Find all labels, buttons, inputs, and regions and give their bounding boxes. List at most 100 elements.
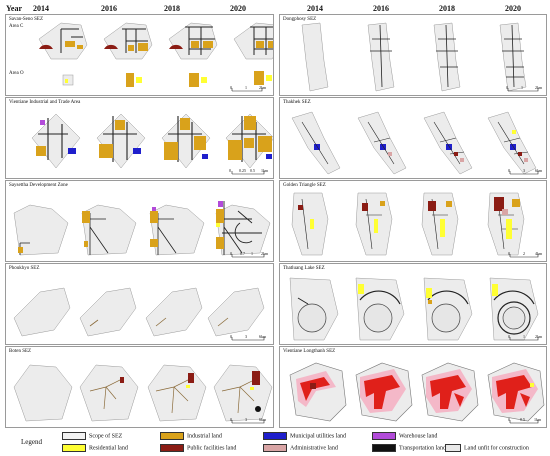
year-header-right-3: 2018 bbox=[439, 4, 455, 13]
scale-2: 6km bbox=[259, 417, 267, 422]
panel-vientiane-ita: Vientiane Industrial and Trade Area 0 0.… bbox=[5, 97, 274, 179]
map-2014 bbox=[13, 204, 69, 256]
panel-title: Golden Triangle SEZ bbox=[283, 183, 326, 188]
year-header-right-4: 2020 bbox=[505, 4, 521, 13]
scale-2: 6km bbox=[259, 334, 267, 339]
swatch bbox=[160, 444, 184, 452]
panel-golden-triangle: Golden Triangle SEZ 0 2 4km bbox=[279, 180, 547, 262]
panel-savan-seno: Savan-Seno SEZ Area C Area O bbox=[5, 14, 274, 96]
map-2020 bbox=[233, 22, 273, 85]
panel-title: Boten SEZ bbox=[9, 349, 32, 354]
saysettha-maps bbox=[13, 201, 271, 258]
year-header-left-4: 2020 bbox=[230, 4, 246, 13]
map-2020 bbox=[499, 22, 527, 92]
scale-2: 0.5 bbox=[250, 168, 255, 173]
golden-triangle-maps bbox=[291, 192, 539, 258]
map-2020 bbox=[487, 111, 537, 175]
boten-maps bbox=[13, 364, 273, 424]
swatch bbox=[372, 432, 396, 440]
year-header-right-1: 2014 bbox=[307, 4, 323, 13]
panel-dongphosy: Dongphosy SEZ 0 1 2km bbox=[279, 14, 547, 96]
legend-title: Legend bbox=[21, 438, 42, 446]
map-2020 bbox=[225, 113, 273, 169]
scale-2: 6km bbox=[535, 168, 543, 173]
scale-0: 0 bbox=[508, 417, 510, 422]
vita-maps bbox=[31, 113, 273, 175]
panel-longthanh: Vientiane Longthanh SEZ 0 0.5 1km bbox=[279, 346, 547, 428]
panel-title: Thakhek SEZ bbox=[283, 100, 311, 105]
map-2018 bbox=[147, 364, 207, 422]
map-2020 bbox=[489, 277, 539, 341]
map-2016 bbox=[79, 287, 137, 337]
dongphosy-maps bbox=[301, 22, 539, 92]
map-2018 bbox=[168, 22, 218, 87]
legend-item-administrative: Administrative land bbox=[263, 444, 338, 452]
legend-item-municipal: Municipal utilities land bbox=[263, 432, 346, 440]
scale-3: 1km bbox=[261, 168, 269, 173]
legend-item-scope: Scope of SEZ bbox=[62, 432, 122, 440]
year-header-right-2: 2016 bbox=[373, 4, 389, 13]
scale-0: 0 bbox=[508, 251, 510, 256]
phoukhyo-maps bbox=[13, 287, 265, 341]
map-2014 bbox=[301, 22, 329, 92]
area-o-label: Area O bbox=[9, 71, 24, 76]
panel-thatluang-lake: Thatluang Lake SEZ 0 1 2km bbox=[279, 263, 547, 345]
scale-1: 1 bbox=[521, 85, 523, 90]
longthanh-maps bbox=[289, 362, 545, 424]
map-2016 bbox=[355, 362, 413, 422]
map-2018 bbox=[421, 192, 459, 256]
map-2018 bbox=[423, 277, 473, 341]
swatch bbox=[445, 444, 461, 452]
thakhek-maps bbox=[291, 111, 539, 175]
scale-0: 0 bbox=[508, 334, 510, 339]
legend-item-residential: Residential land bbox=[62, 444, 128, 452]
map-2014 bbox=[13, 287, 71, 337]
panel-title: Dongphosy SEZ bbox=[283, 17, 317, 22]
thatluang-maps bbox=[289, 277, 539, 341]
map-2020 bbox=[487, 192, 525, 256]
panel-saysettha: Saysettha Development Zone 0 0.7 1 2km bbox=[5, 180, 274, 262]
legend-item-transportation: Transportation land bbox=[372, 444, 446, 452]
scale-2: 2km bbox=[259, 85, 267, 90]
panel-title: Savan-Seno SEZ bbox=[9, 17, 44, 22]
panel-boten: Boten SEZ 0 3 6km bbox=[5, 346, 274, 428]
scale-1: 3 bbox=[245, 334, 247, 339]
map-2014 bbox=[291, 192, 329, 256]
scale-1: 0.5 bbox=[520, 417, 525, 422]
scale-2: 1km bbox=[534, 417, 542, 422]
map-2016 bbox=[357, 111, 407, 175]
map-2018 bbox=[423, 111, 473, 175]
legend-item-industrial: Industrial land bbox=[160, 432, 222, 440]
map-2020 bbox=[487, 362, 545, 422]
scale-3: 2km bbox=[261, 251, 269, 256]
legend: Legend Scope of SEZ Residential land Ind… bbox=[0, 428, 550, 456]
panel-title: Vientiane Longthanh SEZ bbox=[283, 349, 336, 354]
year-label: Year bbox=[6, 4, 22, 13]
map-2016 bbox=[355, 192, 393, 256]
swatch bbox=[263, 444, 287, 452]
swatch bbox=[372, 444, 396, 452]
scale-0: 0 bbox=[230, 251, 232, 256]
panel-phoukhyo: Phoukhyo SEZ 0 3 6km bbox=[5, 263, 274, 345]
legend-item-warehouse: Warehouse land bbox=[372, 432, 437, 440]
map-2014 bbox=[13, 364, 73, 422]
map-2020 bbox=[213, 364, 273, 422]
scale-0: 0 bbox=[229, 168, 231, 173]
scale-0: 0 bbox=[230, 85, 232, 90]
panel-title: Phoukhyo SEZ bbox=[9, 266, 40, 271]
swatch bbox=[263, 432, 287, 440]
map-2014 bbox=[289, 277, 339, 341]
scale-0: 0 bbox=[230, 334, 232, 339]
legend-item-public-facilities: Public facilities land bbox=[160, 444, 236, 452]
panel-title: Saysettha Development Zone bbox=[9, 183, 68, 188]
swatch bbox=[62, 444, 86, 452]
scale-0: 0 bbox=[508, 168, 510, 173]
map-2016 bbox=[79, 364, 139, 422]
area-c-label: Area C bbox=[9, 24, 24, 29]
map-2020 bbox=[215, 201, 271, 256]
panel-title: Vientiane Industrial and Trade Area bbox=[9, 100, 81, 105]
swatch bbox=[160, 432, 184, 440]
map-2014 bbox=[291, 111, 341, 175]
map-2014 bbox=[38, 22, 88, 86]
map-2018 bbox=[149, 204, 205, 256]
